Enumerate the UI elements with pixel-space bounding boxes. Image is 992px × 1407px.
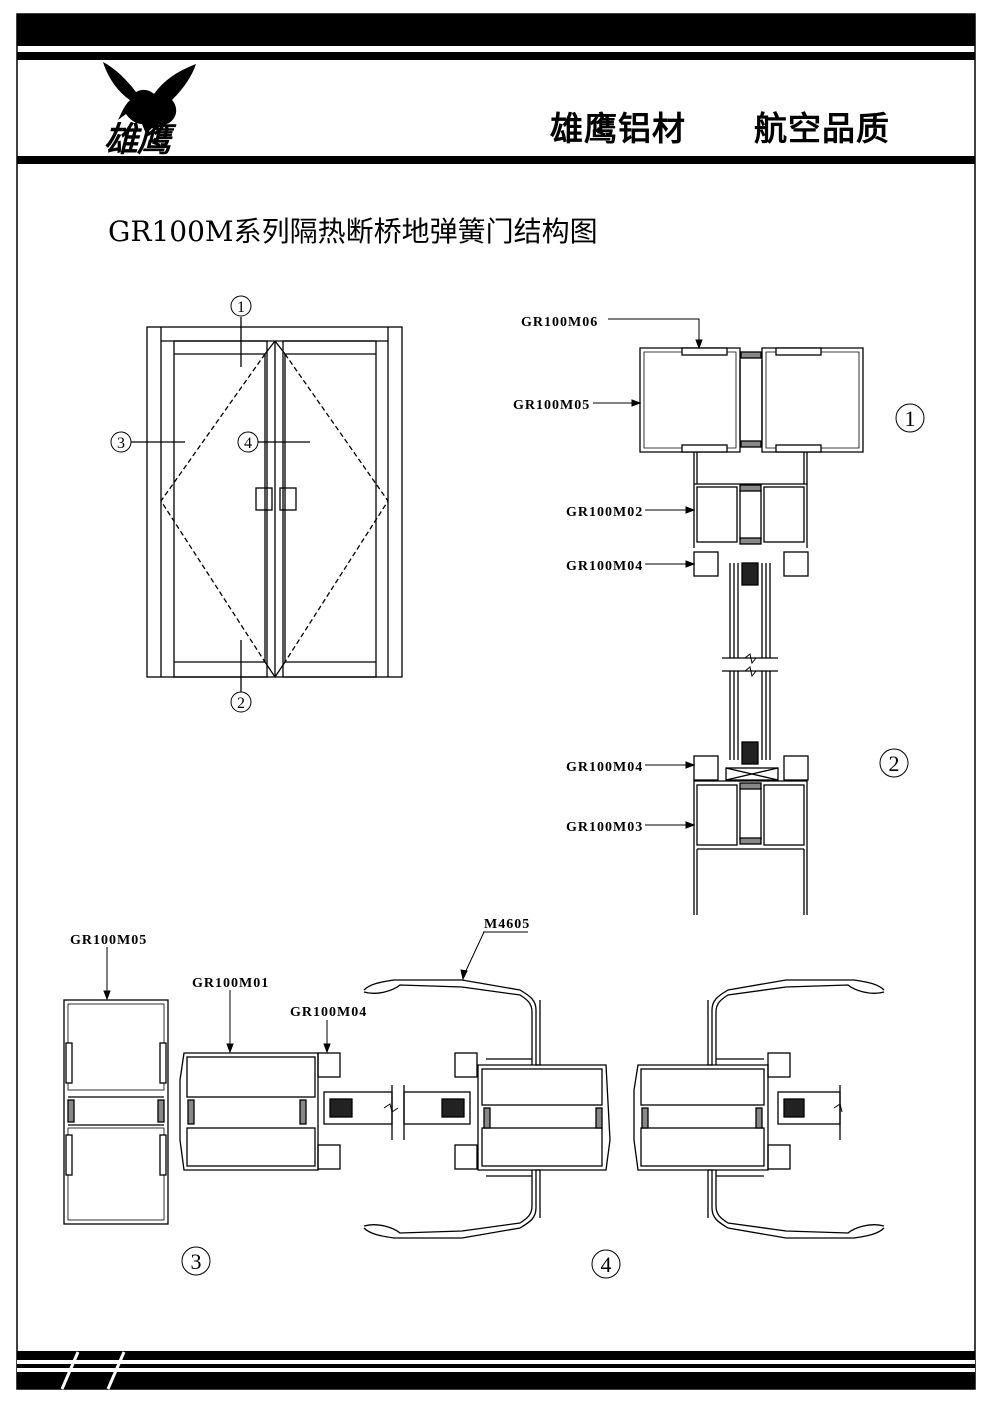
page-title: GR100M系列隔热断桥地弹簧门结构图 — [108, 215, 598, 248]
section-3-marker-text: 3 — [191, 1249, 202, 1274]
section-3-leaders — [103, 947, 331, 1054]
label-gr100m05: GR100M05 — [513, 398, 590, 413]
swing-indicator-left — [160, 353, 266, 663]
handle-m4605-bottom-right — [707, 1169, 885, 1239]
section-4-marker — [591, 1249, 621, 1279]
label-m4605: M4605 — [484, 917, 530, 932]
label-gr100m04-bottom: GR100M04 — [566, 760, 643, 775]
section-2-drawing — [693, 755, 809, 915]
swing-indicator-right — [284, 353, 389, 663]
label-gr100m04: GR100M04 — [566, 559, 643, 574]
eagle-icon — [103, 62, 196, 140]
handle-m4605-bottom-left — [363, 1169, 541, 1239]
door-elevation — [131, 317, 403, 692]
section-1-marker — [895, 403, 925, 433]
section-2-marker — [879, 748, 909, 778]
section-3-marker — [181, 1246, 211, 1276]
label-gr100m01: GR100M01 — [192, 976, 269, 991]
marker-4: 4 — [244, 435, 252, 452]
slogan-right: 航空品质 — [754, 109, 890, 148]
label-gr100m02: GR100M02 — [566, 505, 643, 520]
handle-m4605-top-right — [707, 979, 885, 1066]
slogan-left: 雄鹰铝材 — [550, 109, 686, 148]
section-1-leaders — [593, 318, 703, 568]
section-4-leaders — [460, 931, 528, 981]
section-4-marker-text: 4 — [601, 1252, 612, 1277]
label-gr100m03: GR100M03 — [566, 820, 643, 835]
label-gr100m05-jamb: GR100M05 — [70, 933, 147, 948]
elevation-markers — [110, 295, 259, 713]
label-gr100m04-side: GR100M04 — [290, 1005, 367, 1020]
header-band — [17, 14, 975, 164]
footer-band — [17, 1351, 975, 1390]
handle-m4605-top-left — [363, 979, 541, 1066]
section-3-drawing — [63, 999, 471, 1225]
marker-3: 3 — [117, 435, 125, 452]
section-2-leaders — [645, 761, 696, 829]
section-2-marker-text: 2 — [889, 751, 900, 776]
logo-text: 雄鹰 — [104, 120, 171, 160]
marker-1: 1 — [237, 299, 245, 316]
section-1-marker-text: 1 — [905, 406, 916, 431]
section-4-drawing — [363, 979, 885, 1239]
section-1-drawing — [639, 347, 864, 765]
glass-panel — [722, 562, 778, 765]
marker-2: 2 — [237, 695, 245, 712]
label-gr100m06: GR100M06 — [521, 315, 598, 330]
